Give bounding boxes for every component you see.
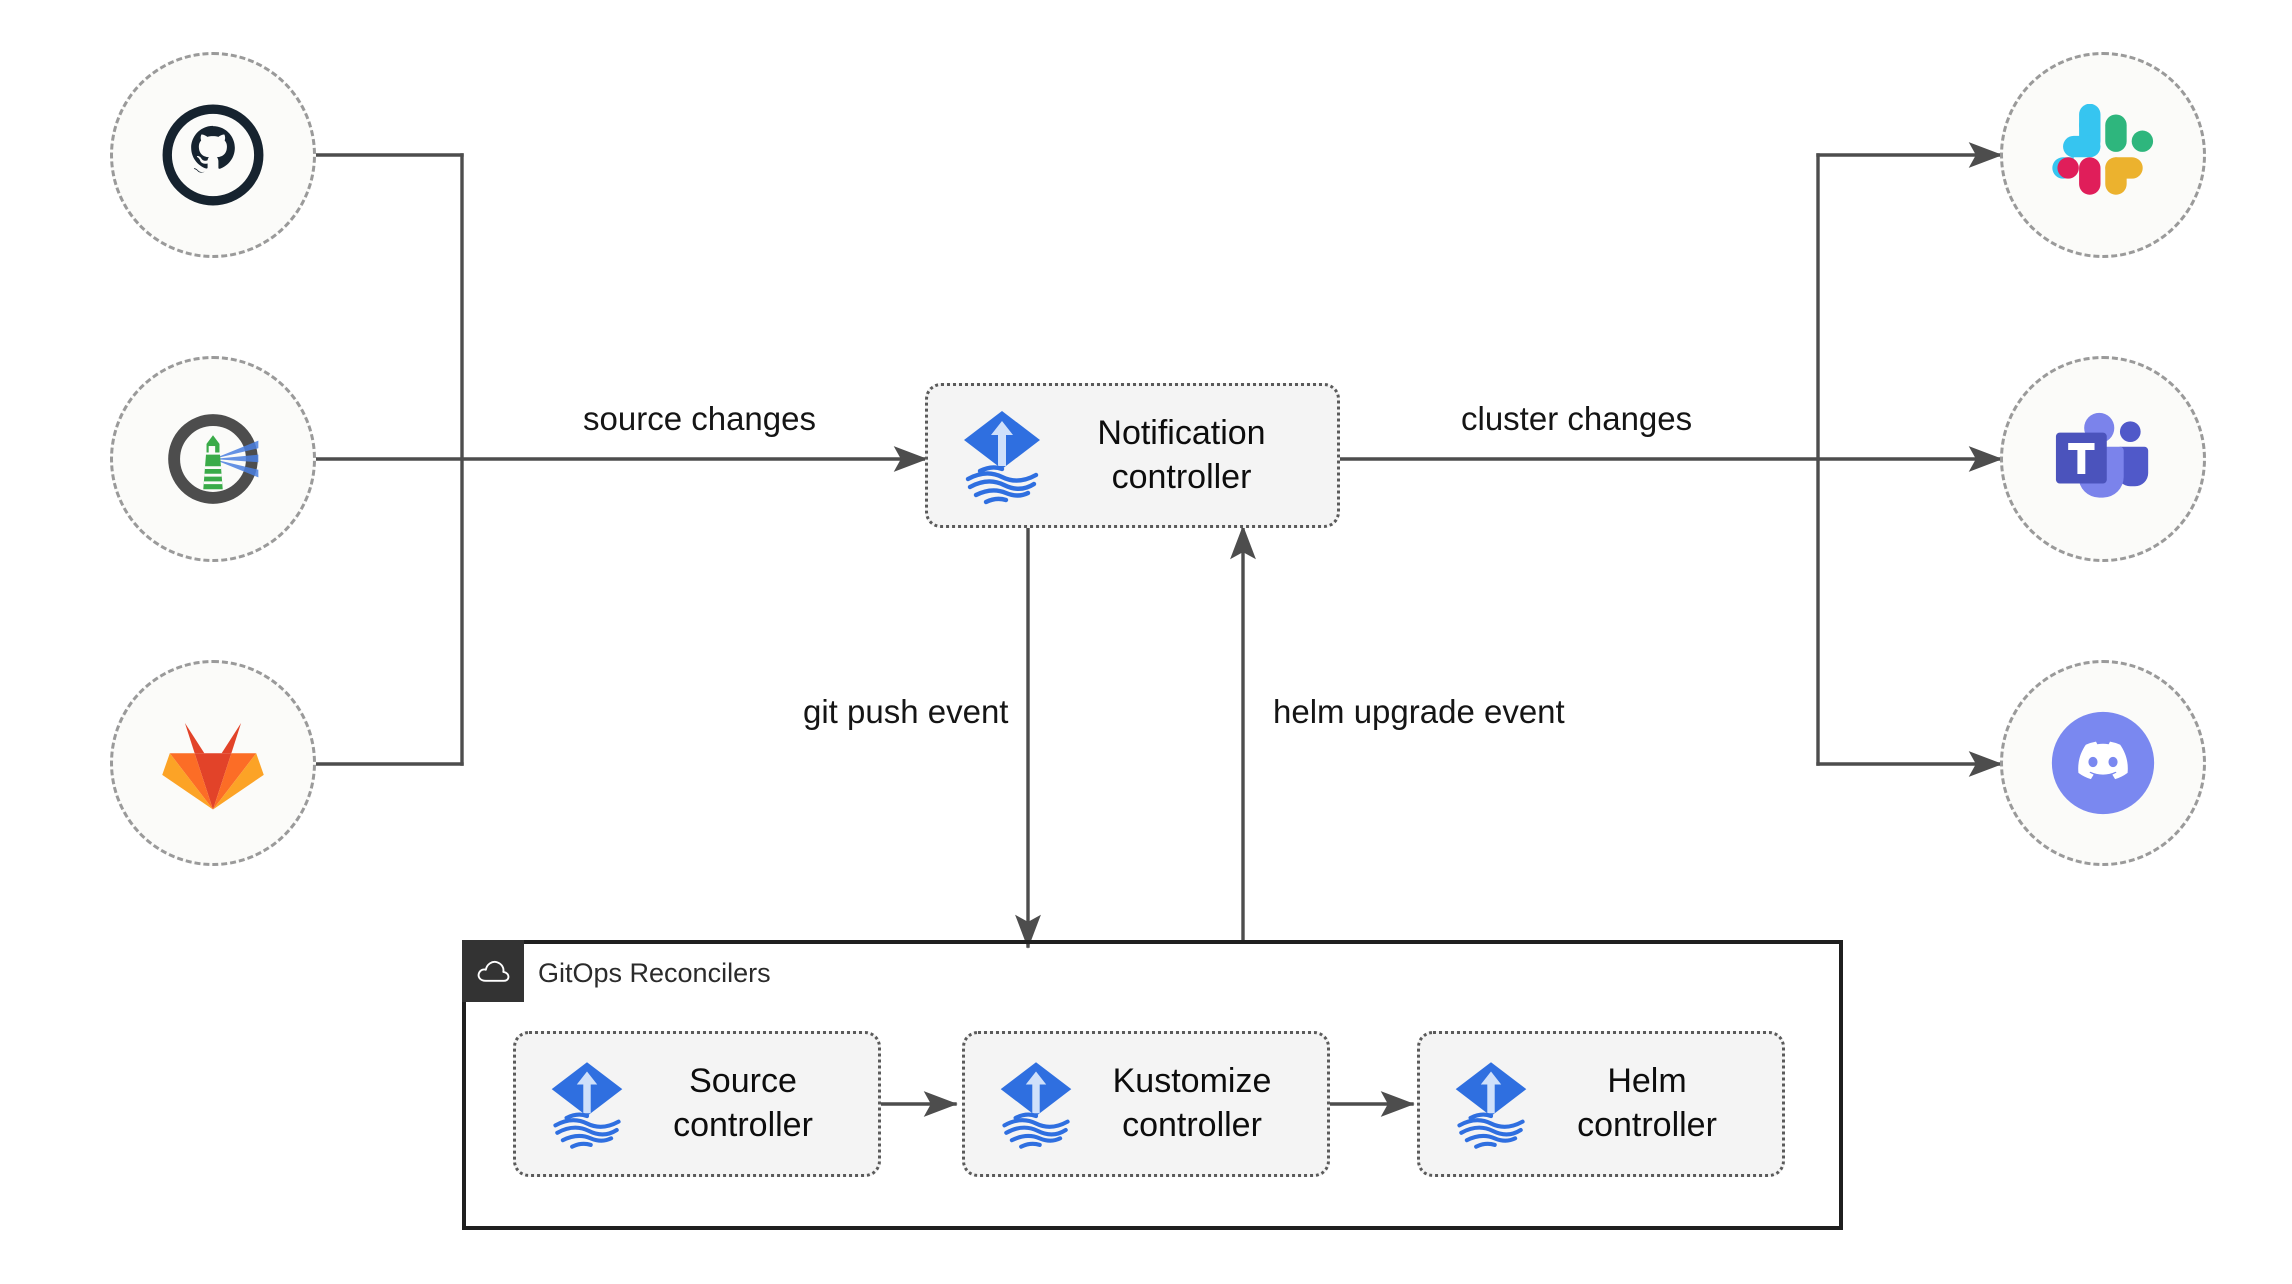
source-node-helm-repository[interactable]: [110, 356, 316, 562]
microsoft-teams-icon: [2055, 412, 2149, 498]
destination-node-discord[interactable]: [2000, 660, 2206, 866]
edge-label-source-changes: source changes: [575, 400, 824, 438]
gitops-reconcilers-tab: [462, 940, 524, 1002]
flux-icon: [551, 1062, 623, 1149]
github-icon: [162, 104, 264, 206]
edge-label-cluster-changes: cluster changes: [1453, 400, 1701, 438]
source-controller-box[interactable]: Source controller: [513, 1031, 881, 1177]
flux-icon: [1455, 1062, 1527, 1149]
source-node-github[interactable]: [110, 52, 316, 258]
source-controller-label: Source controller: [673, 1062, 813, 1144]
edge-label-helm-upgrade-event: helm upgrade event: [1265, 693, 1573, 731]
helm-controller-box[interactable]: Helm controller: [1417, 1031, 1785, 1177]
notification-controller-label: Notification controller: [1097, 413, 1266, 496]
gitops-reconcilers-title: GitOps Reconcilers: [538, 958, 771, 988]
gitops-reconcilers-group: [462, 940, 1843, 1230]
destination-node-microsoft-teams[interactable]: [2000, 356, 2206, 562]
flux-icon: [964, 410, 1040, 504]
slack-icon: [2052, 104, 2154, 195]
discord-icon: [2051, 711, 2155, 815]
helm-controller-label: Helm controller: [1577, 1062, 1717, 1144]
kustomize-controller-label: Kustomize controller: [1112, 1062, 1272, 1144]
source-node-gitlab[interactable]: [110, 660, 316, 866]
edge-label-git-push-event: git push event: [795, 693, 1017, 731]
kustomize-controller-box[interactable]: Kustomize controller: [962, 1031, 1330, 1177]
flux-icon: [1000, 1062, 1072, 1149]
cloud-icon: [477, 960, 510, 982]
destination-node-slack[interactable]: [2000, 52, 2206, 258]
gitlab-icon: [162, 723, 264, 810]
helm-icon: [168, 414, 259, 504]
notification-controller-box[interactable]: Notification controller: [925, 383, 1340, 528]
